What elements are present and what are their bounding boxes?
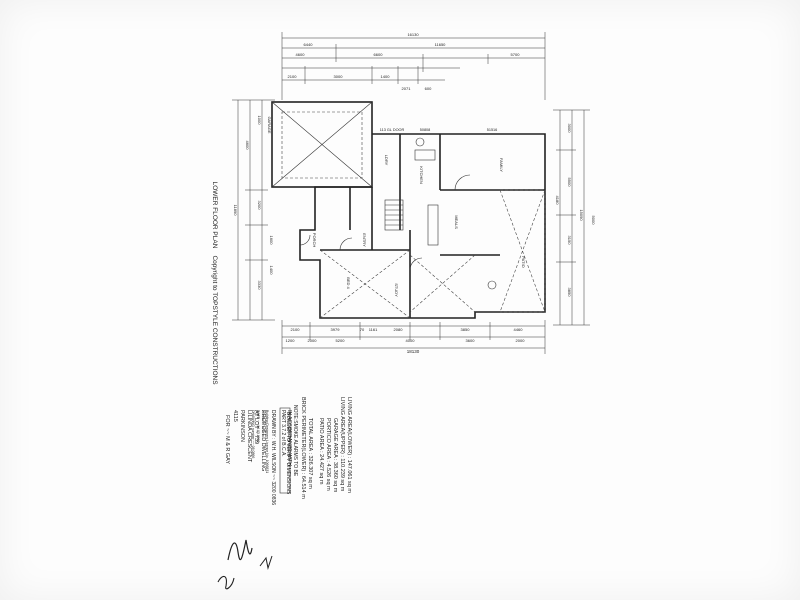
project-builder: BUILDER TO VERIFY DIMENSIONS: [285, 412, 291, 495]
top-dim-overall: 16130: [407, 32, 419, 37]
area-line-7: BRICK PERIMETER(LOWER) : 64.514 m: [300, 397, 306, 499]
top-dim-row2-a: 4600: [296, 52, 306, 57]
room-bed: BED 4: [346, 277, 351, 289]
area-line-6: TOTAL AREA : 326.307 sq m: [307, 418, 313, 489]
room-porch: PORCH: [312, 233, 317, 248]
room-patio: PATIO: [521, 256, 526, 267]
note-top-code: 50808: [420, 128, 431, 132]
area-line-3: GARAGE AREA : 38.360 sq m: [332, 418, 338, 493]
bottom-dim-2a: 1200: [286, 338, 296, 343]
left-dim-7: 1400: [269, 266, 274, 276]
right-dim-1: 3000: [567, 124, 572, 134]
left-dim-3: 3200: [257, 201, 262, 211]
area-line-1: LIVING AREA(LOWER) : 147.061 sq m: [346, 397, 352, 493]
left-dim-4: 11890: [233, 205, 238, 217]
project-line-4: PARKINSON: [239, 410, 245, 442]
top-dim-row3-d: 2071: [402, 86, 412, 91]
project-line-3: LILINDA CRESCENT: [246, 410, 252, 463]
title-block: PROPOSED DWELLING AT LOT ~ 739 LILINDA C…: [224, 407, 291, 505]
project-line-2: AT LOT ~ 739: [253, 410, 259, 444]
top-dim-row3-e: 600: [425, 86, 432, 91]
bottom-dim-1c: 70: [360, 327, 365, 332]
project-detail-3: DATE ~~ 14.03.2002: [256, 410, 260, 443]
bottom-dim-overall: 18130: [407, 349, 420, 354]
bottom-dim-2f: 2000: [516, 338, 526, 343]
area-note-1: NOTE:SMOKE ALARMS TO BE: [292, 405, 298, 477]
right-dim-5: 3850: [567, 288, 572, 298]
area-line-2: LIVING AREA(UPPER) : 110.239 sq m: [339, 397, 345, 492]
top-dim-row3-c: 1400: [381, 74, 391, 79]
bottom-dim-2c: 5200: [336, 338, 346, 343]
room-garage: GARAGE: [267, 116, 272, 133]
room-ldry: LDRY: [384, 155, 389, 166]
top-dim-row3-a: 2100: [288, 74, 298, 79]
bottom-dim-1e: 2080: [394, 327, 404, 332]
bottom-dim-1f: 3850: [461, 327, 471, 332]
floor-plan-walls: [271, 101, 546, 319]
right-dimension-lines: 3000 5500 15090 3150 3850 4180 5000: [553, 109, 596, 326]
room-labels: GARAGE FAMILY KITCHEN MEALS PATIO PORCH …: [267, 116, 526, 297]
room-meals: MEALS: [454, 215, 459, 229]
top-dim-row2-b: 6600: [374, 52, 384, 57]
left-dim-2: 1000: [257, 116, 262, 126]
left-dim-5: 1600: [269, 236, 274, 246]
project-line-1: PROPOSED DWELLING: [260, 410, 266, 471]
bottom-dim-1g: 4460: [514, 327, 524, 332]
area-line-4: PORTICO AREA : 4.526 sq m: [325, 418, 331, 491]
project-for: FOR ~~ M & R GAY: [224, 415, 230, 464]
bottom-dim-1d: 1161: [369, 327, 378, 332]
bottom-dim-2b: 2000: [308, 338, 318, 343]
project-line-5: 4115: [232, 410, 238, 422]
top-dim-row1-a: 6440: [304, 42, 314, 47]
left-dim-6: 3330: [257, 281, 262, 291]
bottom-dim-1a: 2100: [291, 327, 301, 332]
project-detail-1: Building Designers Licence No. 1066831: [265, 410, 269, 473]
room-family: FAMILY: [499, 158, 504, 172]
area-line-5: PATIO AREA : 24.427 sq m: [318, 418, 324, 485]
project-drawn: DRAWN BY : W.H. WILSON ~~ 3200 0836: [270, 410, 276, 505]
right-dim-4: 3150: [567, 236, 572, 246]
top-dim-row3-b: 3000: [334, 74, 344, 79]
top-dim-row2-c: 5700: [511, 52, 521, 57]
note-top-dim: 51516: [487, 128, 498, 132]
room-study: STUDY: [394, 283, 399, 297]
area-schedule: LIVING AREA(LOWER) : 147.061 sq m LIVING…: [280, 397, 352, 499]
project-detail-2: Job No. 1 of 6: [261, 410, 265, 432]
note-top-door: 113 GL DOOR: [380, 128, 405, 132]
bottom-dim-1b: 3979: [331, 327, 341, 332]
top-dim-row1-b: 11650: [435, 42, 447, 47]
right-dim-6: 4180: [555, 196, 560, 206]
room-entry: ENTRY: [362, 233, 367, 247]
right-dim-7: 5000: [591, 216, 596, 226]
left-dimension-lines: 4600 1000 3200 11890 1600 3330 1400: [232, 99, 275, 321]
right-dim-2: 5500: [567, 178, 572, 188]
bottom-dim-2e: 3600: [466, 338, 476, 343]
top-dimension-lines: 16130 6440 11650 4600 6600 5700 2100 300…: [281, 32, 546, 100]
left-dim-1: 4600: [245, 141, 250, 151]
copyright-text: Copyright to TOPSTYLE CONSTRUCTIONS: [211, 255, 218, 385]
area-note-3: PART 3.7.2 of B.C.A.: [280, 410, 286, 457]
plan-title: LOWER FLOOR PLAN: [211, 182, 218, 249]
bottom-dimension-lines: 2100 3979 70 1161 2080 3850 4460 1200 20…: [281, 320, 546, 354]
bottom-dim-2d: 4000: [406, 338, 416, 343]
right-dim-3: 15090: [579, 209, 584, 221]
handwritten-signature: [217, 539, 273, 590]
area-note-2: IN ACCORDANCE WITH: [286, 410, 292, 466]
project-detail-4: DRAWING number ~~ 08 0866: [251, 410, 255, 458]
builder-box: [279, 407, 291, 494]
room-kitchen: KITCHEN: [419, 166, 424, 184]
